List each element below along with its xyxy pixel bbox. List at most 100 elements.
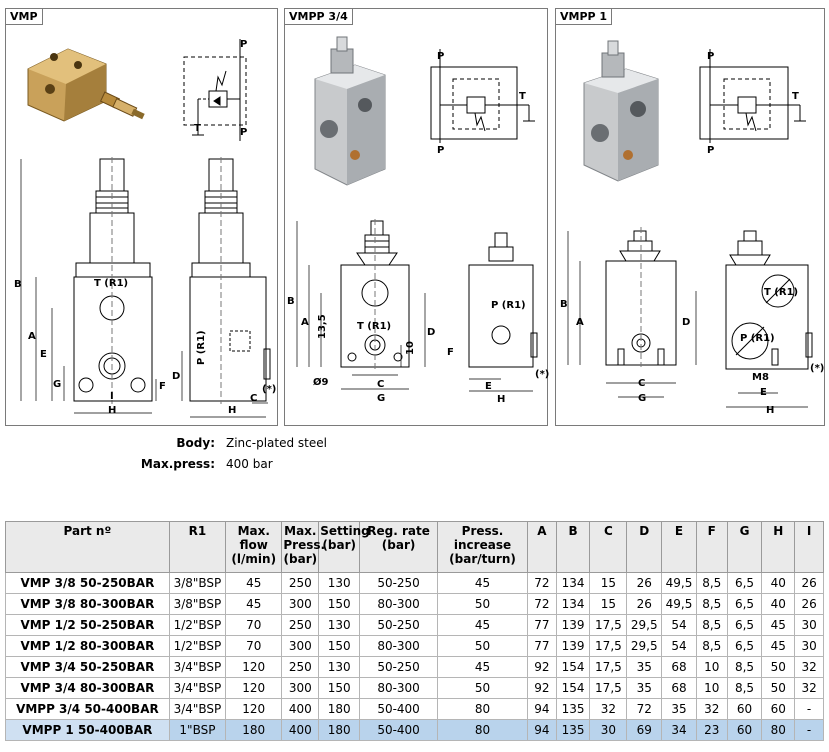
table-cell: 32 xyxy=(589,698,628,720)
col-header: H xyxy=(761,521,796,573)
vmpp34-dim-f: F xyxy=(447,347,454,358)
table-cell: 26 xyxy=(794,593,824,615)
table-cell: 17,5 xyxy=(589,677,628,699)
table-cell: 72 xyxy=(626,698,663,720)
table-cell: 72 xyxy=(527,572,557,594)
table-cell: 300 xyxy=(281,593,320,615)
table-cell: 45 xyxy=(761,635,796,657)
vmp-dim-f: F xyxy=(159,381,166,392)
table-cell: 26 xyxy=(626,593,663,615)
panel-vmp: VMP P T P xyxy=(5,8,278,426)
table-cell: 150 xyxy=(318,677,361,699)
vmp-dim-h: H xyxy=(108,405,116,416)
vmpp34-port-t-r1: T (R1) xyxy=(357,321,391,332)
table-cell: 17,5 xyxy=(589,614,628,636)
vmpp1-dim-d: D xyxy=(682,317,690,328)
table-cell: 50-250 xyxy=(359,614,438,636)
vmpp34-note-star: (*) xyxy=(535,369,549,380)
table-cell: 30 xyxy=(794,614,824,636)
table-cell: 50 xyxy=(761,677,796,699)
table-cell: 17,5 xyxy=(589,635,628,657)
table-cell: 45 xyxy=(225,572,283,594)
table-cell: 135 xyxy=(555,719,591,741)
part-number-cell: VMPP 3/4 50-400BAR xyxy=(5,698,170,720)
table-cell: 180 xyxy=(318,698,361,720)
vmpp1-dim-g: G xyxy=(638,393,646,404)
table-cell: 26 xyxy=(794,572,824,594)
table-cell: 120 xyxy=(225,677,283,699)
vmpp1-port-p-r1: P (R1) xyxy=(740,333,775,344)
vmpp1-dimension-lines xyxy=(567,231,808,408)
table-cell: 134 xyxy=(555,572,591,594)
vmpp34-product-photo xyxy=(314,36,386,186)
table-cell: 6,5 xyxy=(726,593,763,615)
vmpp34-dim-a: A xyxy=(301,317,309,328)
panel-title: VMPP 3/4 xyxy=(284,8,353,25)
table-cell: 120 xyxy=(225,698,283,720)
table-cell: 34 xyxy=(661,719,697,741)
vmpp1-front-view xyxy=(605,227,677,367)
table-cell: 250 xyxy=(281,572,320,594)
part-number-cell: VMP 1/2 50-250BAR xyxy=(5,614,170,636)
vmpp1-hydraulic-schematic xyxy=(699,49,806,143)
vmp-dim-i: I xyxy=(110,391,114,402)
table-cell: 50-250 xyxy=(359,656,438,678)
table-cell: 94 xyxy=(527,719,557,741)
part-number-cell: VMP 3/4 50-250BAR xyxy=(5,656,170,678)
table-cell: 15 xyxy=(589,593,628,615)
table-cell: 77 xyxy=(527,614,557,636)
table-cell: 1"BSP xyxy=(168,719,227,741)
table-cell: 80 xyxy=(436,698,529,720)
table-cell: 8,5 xyxy=(695,572,728,594)
table-cell: 26 xyxy=(626,572,663,594)
table-cell: 35 xyxy=(626,656,663,678)
table-cell: 45 xyxy=(436,614,529,636)
table-cell: 139 xyxy=(555,614,591,636)
col-header: C xyxy=(589,521,628,573)
panel-vmpp1: VMPP 1 P T P xyxy=(555,8,825,426)
vmp-dim-b: B xyxy=(14,279,22,290)
table-cell: 32 xyxy=(794,677,824,699)
vmpp1-drawing: P T P xyxy=(560,40,824,416)
table-cell: 3/4"BSP xyxy=(168,677,227,699)
spec-body-label: Body: xyxy=(176,436,215,450)
vmpp34-hydraulic-schematic xyxy=(430,49,535,143)
table-cell: 300 xyxy=(281,635,320,657)
vmp-product-photo xyxy=(27,48,145,122)
table-cell: 154 xyxy=(555,677,591,699)
table-cell: 6,5 xyxy=(726,635,763,657)
table-cell: 8,5 xyxy=(726,656,763,678)
table-cell: 45 xyxy=(761,614,796,636)
table-cell: 300 xyxy=(281,677,320,699)
col-header: F xyxy=(695,521,728,573)
vmpp1-dim-h: H xyxy=(766,405,774,416)
vmpp34-dim-e: E xyxy=(485,381,492,392)
table-cell: 60 xyxy=(726,698,763,720)
table-cell: 50 xyxy=(761,656,796,678)
spec-body: Body: Zinc-plated steel xyxy=(0,436,829,452)
spec-body-value: Zinc-plated steel xyxy=(226,436,327,450)
table-cell: 1/2"BSP xyxy=(168,614,227,636)
vmpp34-dim-g: G xyxy=(377,393,385,404)
part-number-cell: VMP 3/8 50-250BAR xyxy=(5,572,170,594)
table-cell: 94 xyxy=(527,698,557,720)
panel-title: VMP xyxy=(5,8,43,25)
vmpp34-port-p-r1: P (R1) xyxy=(491,300,526,311)
table-cell: 60 xyxy=(726,719,763,741)
vmp-port-t-bottom: T xyxy=(194,123,201,134)
table-cell: - xyxy=(794,719,824,741)
vmpp34-dim-h: H xyxy=(497,394,505,405)
col-header: E xyxy=(661,521,697,573)
vmpp34-side-view xyxy=(468,232,538,368)
table-cell: 50-400 xyxy=(359,719,438,741)
table-cell: 32 xyxy=(695,698,728,720)
table-cell: 150 xyxy=(318,593,361,615)
vmpp34-dim-13-5: 13,5 xyxy=(317,314,328,339)
table-cell: 68 xyxy=(661,677,697,699)
table-cell: 54 xyxy=(661,614,697,636)
